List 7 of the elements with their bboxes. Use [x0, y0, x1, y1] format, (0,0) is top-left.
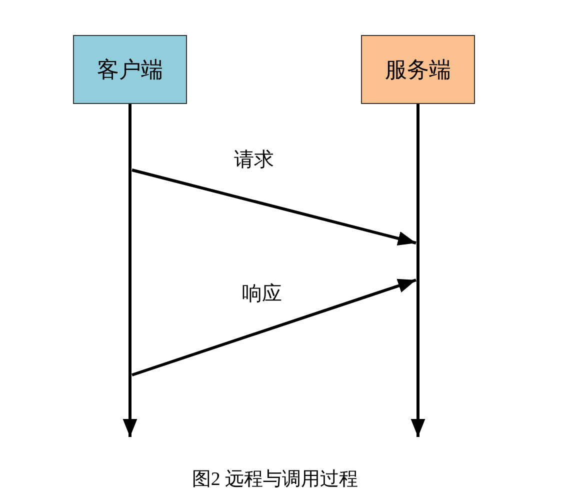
lifeline-head-box: 服务端	[361, 35, 475, 104]
message-arrow	[132, 278, 416, 376]
lifeline-head-box: 客户端	[73, 35, 187, 104]
lifeline-arrow	[122, 390, 138, 437]
message-arrow	[132, 168, 416, 246]
lifeline-arrow	[410, 390, 426, 437]
caption: 图2 远程与调用过程	[192, 469, 358, 490]
